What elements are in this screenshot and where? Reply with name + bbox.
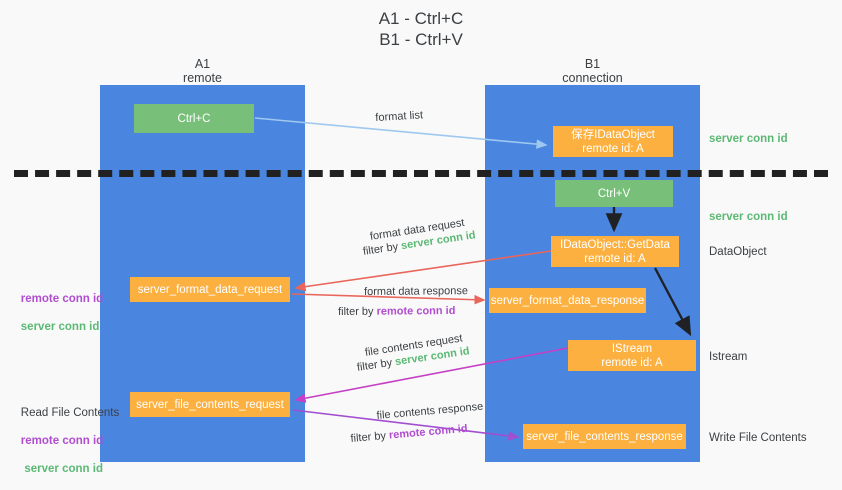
- box-server-format-data-request[interactable]: server_format_data_request: [130, 277, 290, 302]
- right-label-istream: Istream: [709, 351, 748, 363]
- arrow-getdata-istream: [653, 267, 692, 337]
- left-label-read-file-contents-group: Read File Contents remote conn id server…: [8, 392, 119, 490]
- arrow-format-list: [254, 117, 548, 149]
- right-label-dataobject: DataObject: [709, 246, 767, 258]
- left-label-server-conn-id-2: server conn id: [24, 463, 103, 475]
- edge-label-format-data-response-filter: filter by remote conn id: [338, 304, 455, 319]
- phase-divider: [14, 170, 828, 177]
- left-label-conn-ids-1: remote conn id server conn id: [8, 278, 103, 348]
- page-title: A1 - Ctrl+C B1 - Ctrl+V: [378, 9, 464, 49]
- column-header-a1-name: A1: [194, 57, 211, 71]
- filter-prefix: filter by: [338, 305, 377, 318]
- box-server-format-data-response[interactable]: server_format_data_response: [489, 288, 646, 313]
- column-header-b1-sub: connection: [562, 71, 623, 85]
- left-label-remote-conn-id-2: remote conn id: [20, 435, 104, 447]
- edge-label-format-list: format list: [375, 109, 424, 124]
- arrow-format-data-response: [291, 293, 486, 305]
- arrow-format-data-request: [294, 250, 552, 292]
- filter-value-remote-conn-id: remote conn id: [376, 304, 456, 318]
- box-server-file-contents-request[interactable]: server_file_contents_request: [130, 392, 290, 417]
- column-header-b1-name: B1: [584, 57, 601, 71]
- left-label-read-file-contents: Read File Contents: [20, 407, 120, 419]
- box-ctrl-v[interactable]: Ctrl+V: [555, 180, 673, 207]
- box-save-idataobject[interactable]: 保存IDataObject remote id: A: [553, 126, 673, 157]
- filter-prefix: filter by: [350, 429, 390, 445]
- left-label-remote-conn-id-1: remote conn id: [20, 293, 104, 305]
- right-label-server-conn-id-1: server conn id: [709, 133, 788, 145]
- box-idataobject-getdata[interactable]: IDataObject::GetData remote id: A: [551, 236, 679, 267]
- arrow-file-contents-request: [294, 347, 569, 403]
- box-istream[interactable]: IStream remote id: A: [568, 340, 696, 371]
- edge-label-format-data-response: format data response: [364, 285, 469, 298]
- right-label-server-conn-id-2: server conn id: [709, 211, 788, 223]
- left-label-server-conn-id-1: server conn id: [20, 321, 100, 333]
- column-header-a1-sub: remote: [183, 71, 222, 85]
- box-ctrl-c[interactable]: Ctrl+C: [134, 104, 254, 133]
- box-server-file-contents-response[interactable]: server_file_contents_response: [523, 424, 686, 449]
- arrow-file-contents-response: [292, 409, 520, 441]
- right-label-write-file-contents: Write File Contents: [709, 432, 807, 444]
